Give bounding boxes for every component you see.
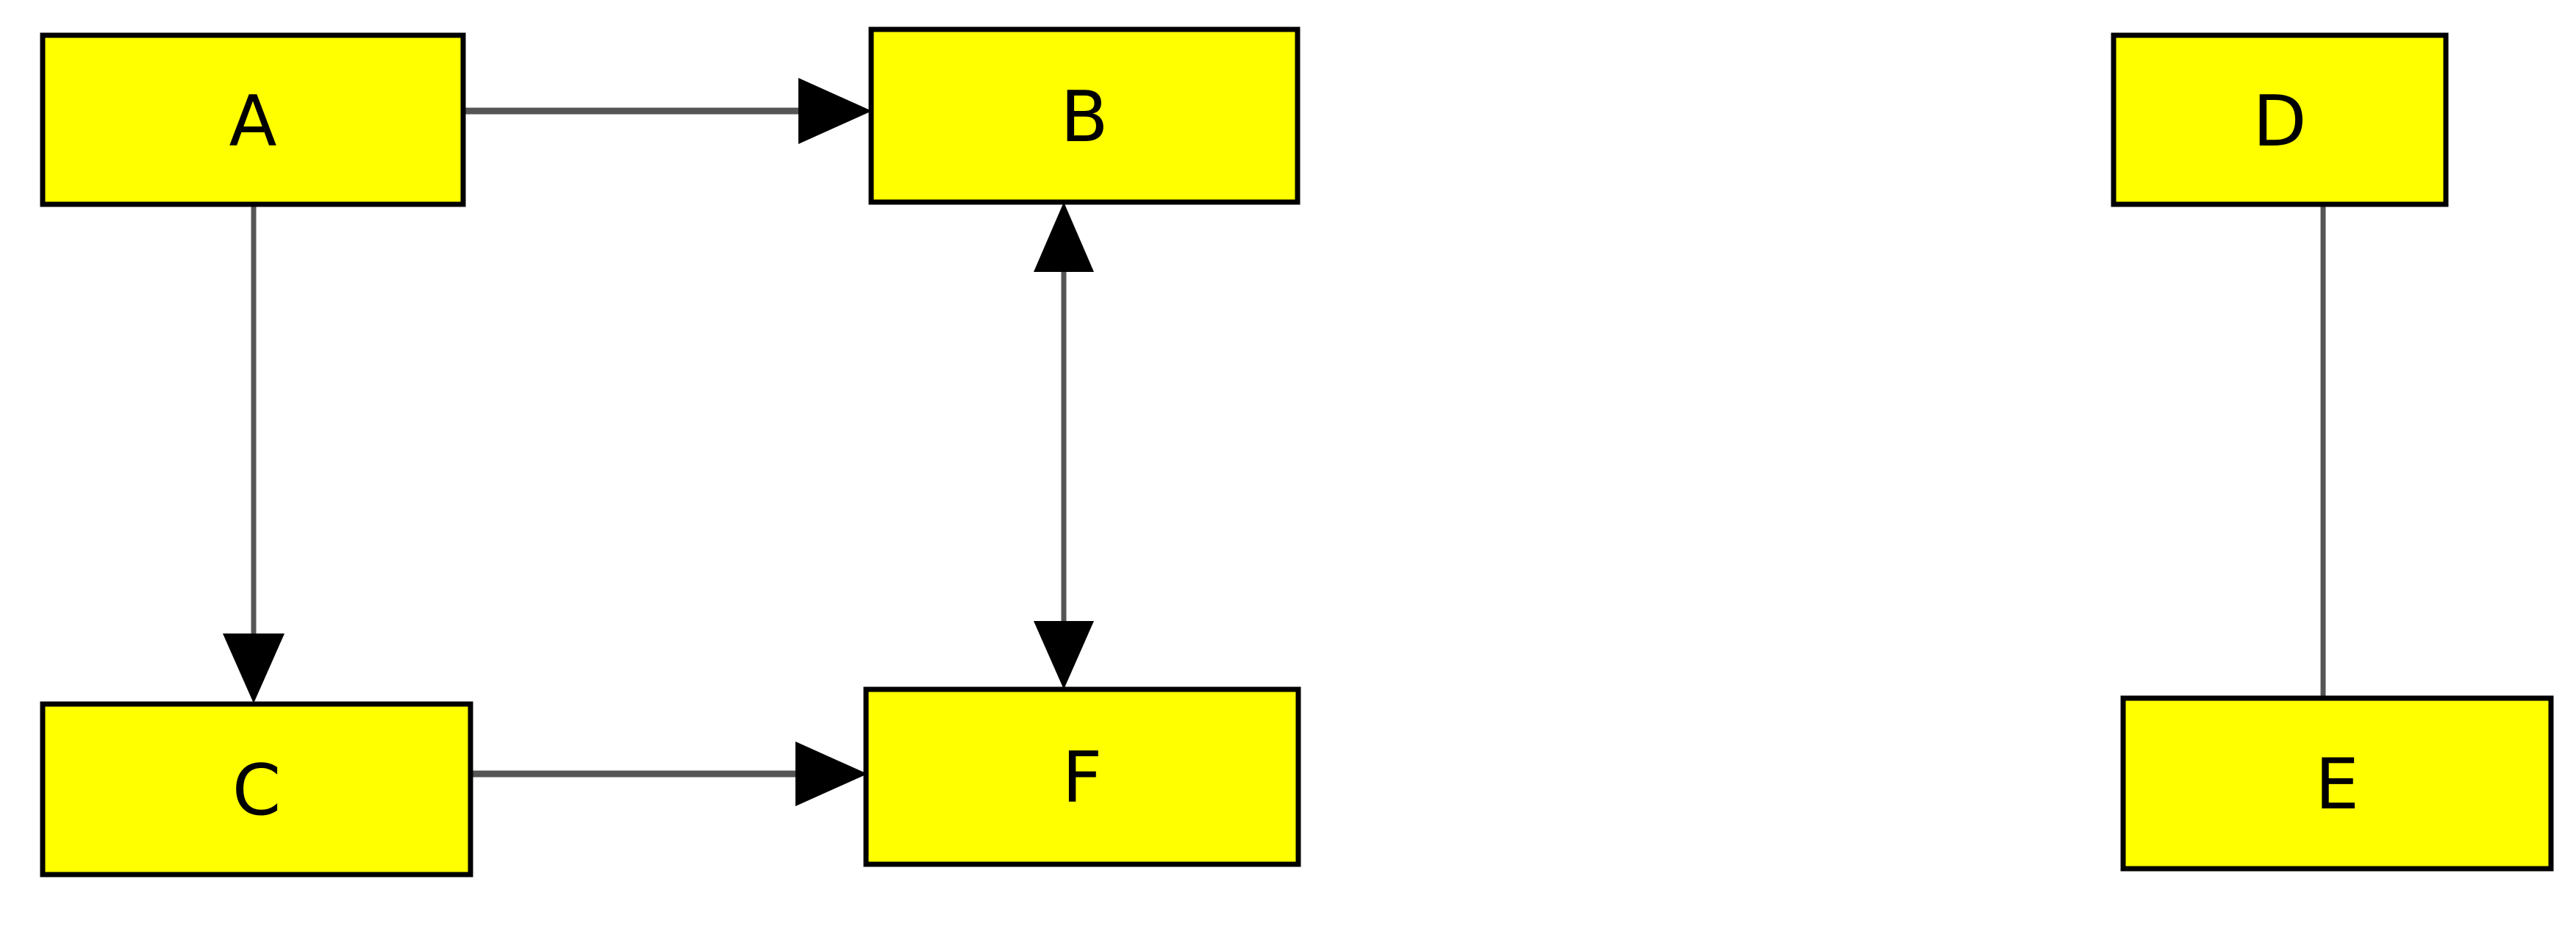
edge-c-to-f-arrowhead-icon — [795, 742, 867, 806]
node-a[interactable]: A — [40, 32, 466, 207]
node-e[interactable]: E — [2120, 695, 2554, 872]
node-a-box — [40, 32, 466, 207]
node-f-box — [863, 686, 1301, 867]
edge-b-to-f-arrowhead-down-icon — [1034, 621, 1094, 689]
node-c-box — [40, 701, 473, 877]
node-d[interactable]: D — [2111, 32, 2449, 207]
node-f-label: F — [1062, 738, 1103, 819]
node-b-label: B — [1060, 77, 1108, 158]
edge-a-to-b[interactable] — [465, 78, 872, 144]
edge-a-to-c[interactable] — [223, 206, 285, 703]
edge-b-to-f-bidirectional[interactable] — [1034, 202, 1094, 689]
node-f[interactable]: F — [863, 686, 1301, 867]
node-d-box — [2111, 32, 2449, 207]
node-a-label: A — [229, 82, 277, 162]
node-c[interactable]: C — [40, 701, 473, 877]
node-b[interactable]: B — [868, 26, 1300, 205]
node-b-box — [868, 26, 1300, 205]
edge-c-to-f[interactable] — [472, 742, 867, 806]
edge-a-to-c-arrowhead-icon — [223, 634, 285, 703]
node-c-label: C — [232, 750, 281, 831]
node-e-box — [2120, 695, 2554, 872]
node-d-label: D — [2253, 82, 2306, 162]
node-e-label: E — [2315, 744, 2359, 825]
edge-b-to-f-arrowhead-up-icon — [1034, 202, 1094, 272]
edge-a-to-b-arrowhead-icon — [798, 78, 872, 144]
